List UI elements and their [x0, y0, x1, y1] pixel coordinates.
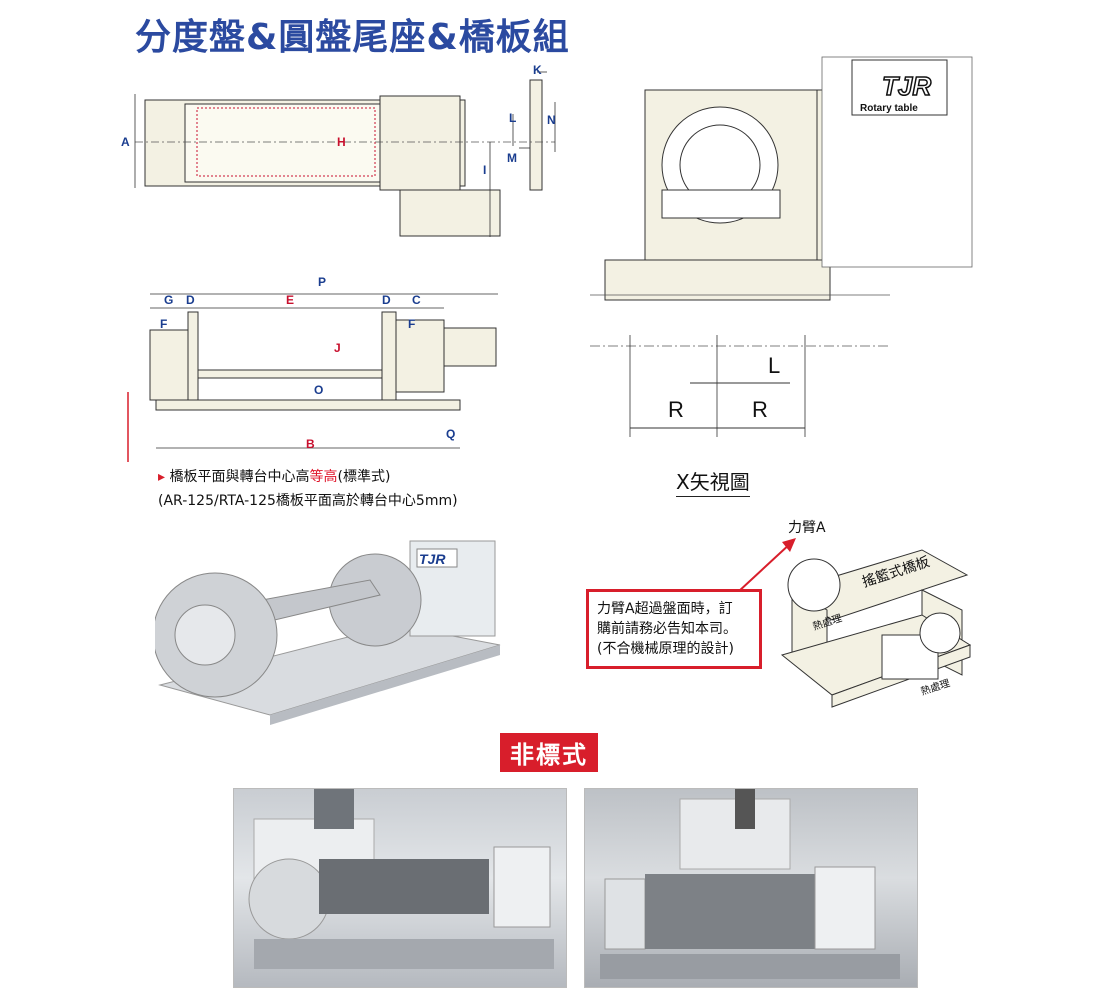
dim-L-x: L: [768, 353, 780, 378]
dim-L: L: [509, 111, 516, 125]
arm-warning-callout: 力臂A超過盤面時，訂 購前請務必告知本司。 (不合機械原理的設計): [586, 589, 762, 669]
x-view-drawing: TJR Rotary table L R R: [590, 56, 973, 437]
dim-J: J: [334, 341, 341, 355]
note-exception: (AR-125/RTA-125橋板平面高於轉台中心5mm): [158, 493, 458, 509]
tjr-tagline: Rotary table: [860, 103, 918, 114]
note-equal-height: ▸ 橋板平面與轉台中心高等高(標準式): [158, 469, 391, 485]
dim-H: H: [337, 135, 346, 149]
dim-P: P: [318, 275, 326, 289]
photo-nonstandard-left: [233, 788, 567, 988]
callout-line-3: (不合機械原理的設計): [597, 641, 734, 657]
arm-label: 力臂A: [788, 520, 826, 536]
page-title: 分度盤&圓盤尾座&橋板組: [135, 17, 570, 58]
cradle-drawing: 搖籃式橋板 熱處理 熱處理: [780, 549, 972, 708]
dim-M: M: [507, 151, 517, 165]
tjr-logo-text: TJR: [882, 71, 931, 101]
photo-logo: TJR: [419, 551, 446, 567]
dim-K: K: [533, 63, 542, 77]
dim-E: E: [286, 293, 294, 307]
photo-nonstandard-right: [584, 788, 918, 988]
x-view-caption: X矢視圖: [676, 466, 750, 497]
dim-F-right: F: [408, 317, 415, 331]
side-view-drawing: P G D E D C F F J O B Q: [127, 275, 498, 462]
product-photo: TJR: [155, 540, 501, 725]
dim-A: A: [121, 135, 130, 149]
callout-line-1: 力臂A超過盤面時，訂: [597, 601, 733, 617]
dim-D-right: D: [382, 293, 391, 307]
dim-Q: Q: [446, 427, 455, 441]
top-view-drawing: A H I K L M N: [121, 63, 556, 237]
callout-line-2: 購前請務必告知本司。: [597, 621, 737, 637]
dim-F-left: F: [160, 317, 167, 331]
dim-O: O: [314, 383, 323, 397]
dim-C: C: [412, 293, 421, 307]
dim-G: G: [164, 293, 173, 307]
non-standard-badge: 非標式: [500, 733, 598, 772]
dim-N: N: [547, 113, 556, 127]
dim-R-left: R: [668, 397, 684, 422]
callout-arrow: [737, 538, 796, 593]
dim-B: B: [306, 437, 315, 451]
dim-D-left: D: [186, 293, 195, 307]
dim-I: I: [483, 163, 486, 177]
dim-R-right: R: [752, 397, 768, 422]
